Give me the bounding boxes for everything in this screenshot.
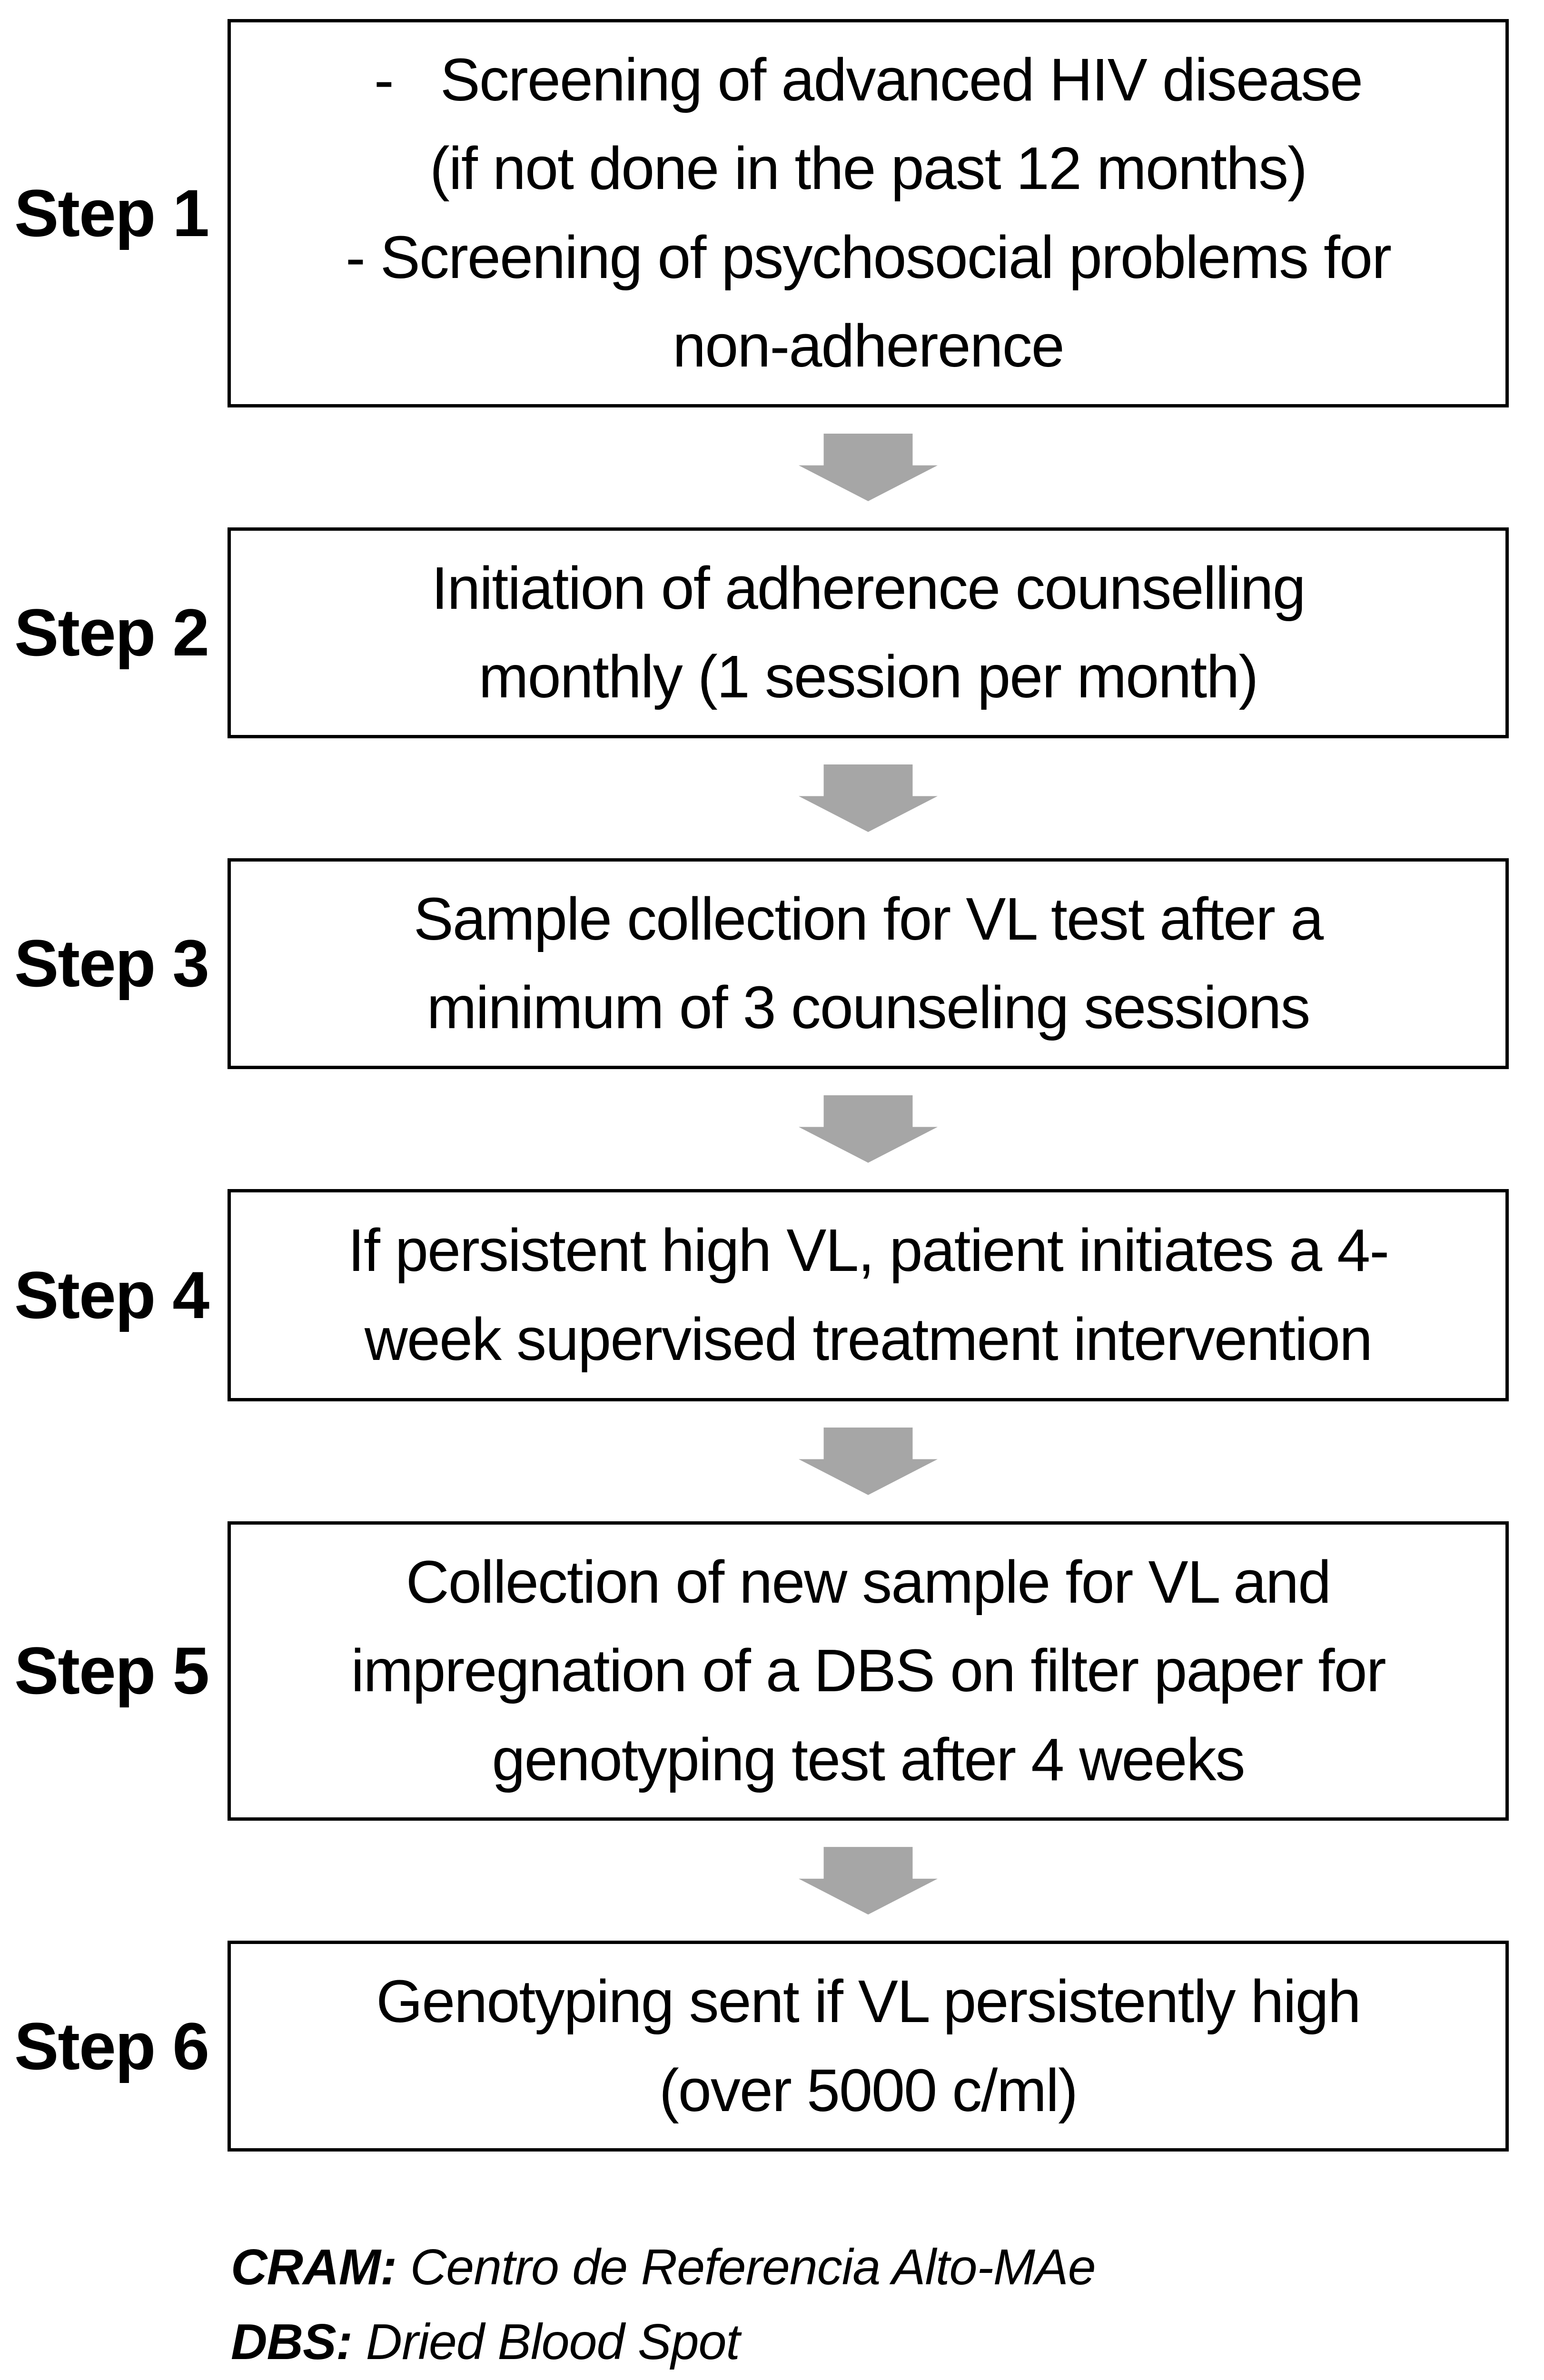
arrow-row-1 bbox=[228, 407, 1509, 527]
arrow-row-4 bbox=[228, 1401, 1509, 1521]
step-1-box: - Screening of advanced HIV disease (if … bbox=[228, 19, 1509, 407]
abbreviation-legend: CRAM: Centro de Referencia Alto-MAe DBS:… bbox=[231, 2230, 1544, 2380]
step-4-box: If persistent high VL, patient initiates… bbox=[228, 1189, 1509, 1401]
step-2-label: Step 2 bbox=[14, 595, 209, 670]
step-3-row: Step 3 Sample collection for VL test aft… bbox=[0, 858, 1509, 1069]
down-arrow-icon bbox=[799, 1427, 938, 1495]
step-1-text: - Screening of advanced HIV disease (if … bbox=[345, 46, 1392, 380]
step-1-label: Step 1 bbox=[14, 175, 209, 250]
step-6-box: Genotyping sent if VL persistently high … bbox=[228, 1941, 1509, 2152]
step-5-box: Collection of new sample for VL and impr… bbox=[228, 1521, 1509, 1821]
legend-abbr: CRAM: bbox=[231, 2239, 397, 2296]
arrow-row-2 bbox=[228, 738, 1509, 858]
arrow-row-3 bbox=[228, 1069, 1509, 1189]
step-2-row: Step 2 Initiation of adherence counselli… bbox=[0, 527, 1509, 738]
legend-desc: Centro de Referencia Alto-MAe bbox=[410, 2239, 1096, 2296]
step-5-text: Collection of new sample for VL and impr… bbox=[351, 1548, 1386, 1793]
step-5-label: Step 5 bbox=[14, 1633, 209, 1708]
down-arrow-icon bbox=[799, 1847, 938, 1915]
step-6-label: Step 6 bbox=[14, 2008, 209, 2083]
legend-desc: Dried Blood Spot bbox=[366, 2313, 740, 2370]
legend-item-cram: CRAM: Centro de Referencia Alto-MAe bbox=[231, 2230, 1544, 2305]
step-4-row: Step 4 If persistent high VL, patient in… bbox=[0, 1189, 1509, 1401]
step-3-label: Step 3 bbox=[14, 926, 209, 1001]
step-6-row: Step 6 Genotyping sent if VL persistentl… bbox=[0, 1941, 1509, 2152]
legend-abbr: DBS: bbox=[231, 2313, 353, 2370]
step-4-text: If persistent high VL, patient initiates… bbox=[347, 1217, 1389, 1373]
step-2-box: Initiation of adherence counselling mont… bbox=[228, 527, 1509, 738]
step-1-row: Step 1 - Screening of advanced HIV disea… bbox=[0, 19, 1509, 407]
step-4-label: Step 4 bbox=[14, 1257, 209, 1332]
step-3-box: Sample collection for VL test after a mi… bbox=[228, 858, 1509, 1069]
step-3-text: Sample collection for VL test after a mi… bbox=[413, 885, 1324, 1041]
step-2-text: Initiation of adherence counselling mont… bbox=[431, 554, 1306, 711]
legend-item-dbs: DBS: Dried Blood Spot bbox=[231, 2305, 1544, 2380]
step-6-text: Genotyping sent if VL persistently high … bbox=[376, 1968, 1361, 2124]
down-arrow-icon bbox=[799, 764, 938, 832]
down-arrow-icon bbox=[799, 433, 938, 501]
step-5-row: Step 5 Collection of new sample for VL a… bbox=[0, 1521, 1509, 1821]
down-arrow-icon bbox=[799, 1095, 938, 1163]
arrow-row-5 bbox=[228, 1821, 1509, 1941]
